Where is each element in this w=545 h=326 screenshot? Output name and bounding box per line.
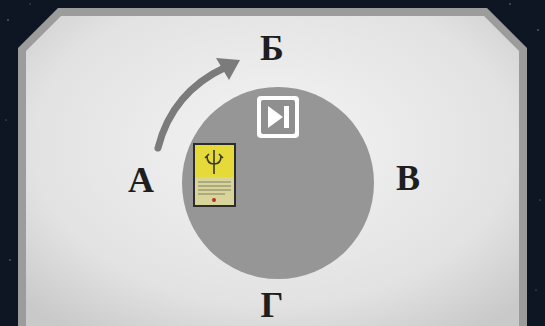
board-panel <box>26 16 519 326</box>
position-label: А <box>128 160 154 200</box>
event-card <box>193 143 236 207</box>
position-label: Б <box>260 28 284 68</box>
position-label: Г <box>261 285 284 325</box>
central-circle <box>182 87 374 279</box>
panel-border <box>18 8 527 326</box>
skip-icon <box>257 96 299 138</box>
direction-arrow <box>158 67 226 148</box>
position-label: В <box>396 158 420 198</box>
arrow-head <box>216 58 240 80</box>
